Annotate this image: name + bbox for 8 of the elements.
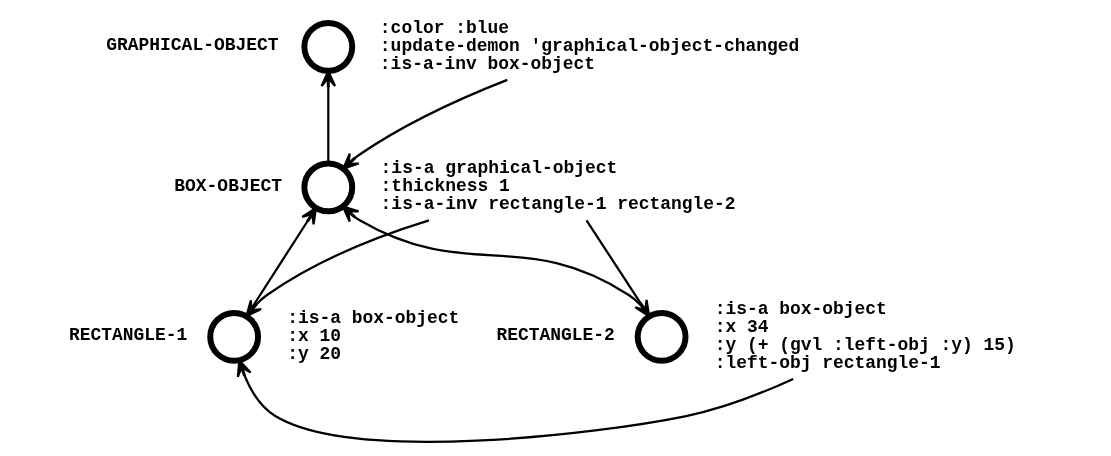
node-label: BOX-OBJECT	[174, 175, 282, 196]
node-label: RECTANGLE-1	[68, 324, 188, 345]
node-label: GRAPHICAL-OBJECT	[106, 35, 279, 56]
node-text: :is-a graphical-object :thickness 1 :is-a-inv rectangle-1 rectangle-2	[380, 158, 736, 215]
node-text: :color :blue :update-demon 'graphical-object-changed :is-a-inv box-object	[379, 17, 800, 74]
node-text: :is-a box-object :x 10 :y 20	[287, 307, 460, 364]
node-text: :is-a box-object :x 34 :y (+ (gvl :left-obj :y) 15) :left-obj rectangle-1	[714, 298, 1016, 373]
node-label: RECTANGLE-2	[496, 324, 615, 345]
